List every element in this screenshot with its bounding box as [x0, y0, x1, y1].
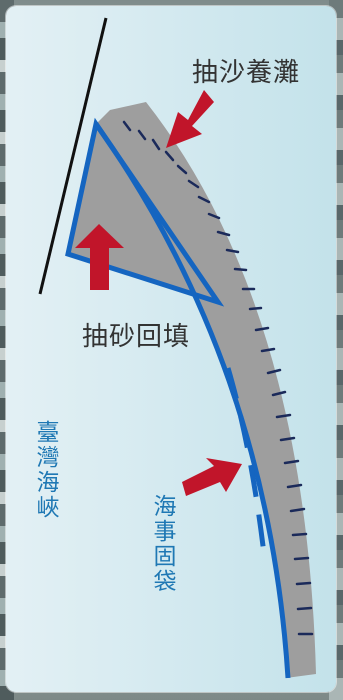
dash-mark — [283, 459, 300, 465]
dash-mark — [266, 368, 282, 375]
dash-mark — [151, 138, 161, 151]
dash-mark — [122, 120, 132, 132]
dash-mark — [271, 390, 287, 397]
dash-mark — [293, 556, 310, 561]
dash-mark — [275, 413, 292, 419]
dash-mark — [137, 129, 147, 141]
diagram-panel: 抽沙養灘 抽砂回填 臺灣海峽 海事固袋 — [6, 6, 336, 692]
dash-mark — [164, 150, 175, 162]
dash-mark — [295, 581, 312, 586]
arrow-up-icon — [75, 224, 124, 290]
label-marine-bags: 海事固袋 — [149, 494, 175, 594]
dash-mark — [291, 532, 308, 537]
dash-mark — [254, 326, 270, 332]
label-taiwan-strait: 臺灣海峽 — [32, 420, 58, 520]
dash-mark — [260, 347, 276, 353]
label-sand-extraction-nourishment: 抽沙養灘 — [192, 58, 301, 88]
dash-mark — [233, 267, 248, 272]
dash-mark — [176, 164, 188, 175]
dash-mark — [248, 306, 263, 311]
dash-mark — [289, 507, 306, 513]
coastal-diagram — [38, 17, 316, 679]
dash-mark — [216, 230, 231, 237]
dash-mark — [197, 195, 211, 204]
gray-nourishment-band — [96, 102, 316, 678]
dash-mark — [279, 436, 296, 442]
label-sand-pump-backfill: 抽砂回填 — [82, 322, 191, 352]
arrow-left-icon — [182, 458, 242, 496]
dash-mark — [187, 179, 200, 189]
dash-mark — [296, 606, 313, 611]
dash-mark — [286, 483, 303, 489]
ground-dash-marks — [122, 120, 314, 636]
marine-bag-dashed-line — [225, 367, 267, 555]
arrow-down-left-icon — [166, 90, 214, 148]
dash-mark — [207, 212, 221, 220]
dash-mark — [225, 248, 240, 254]
reference-line — [38, 17, 108, 295]
